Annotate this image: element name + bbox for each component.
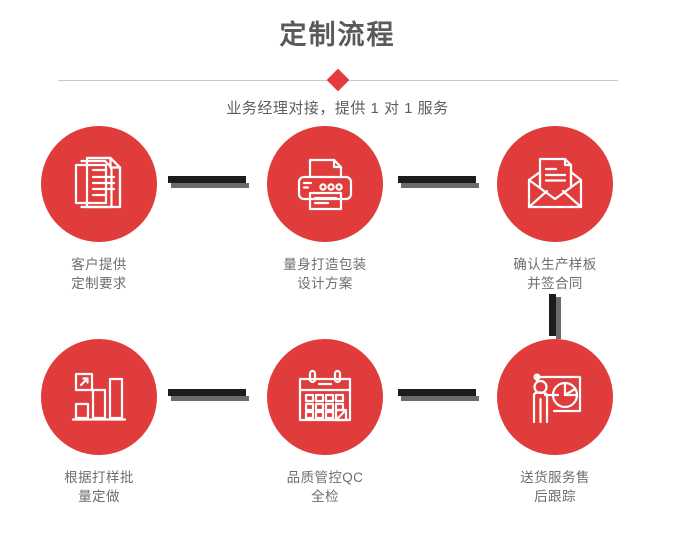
title-divider — [57, 68, 618, 92]
process-flow: 客户提供 定制要求 量身 — [0, 126, 675, 526]
diamond-icon — [326, 68, 349, 92]
presenter-pie-chart-icon — [524, 366, 586, 428]
connector-bar — [398, 176, 476, 183]
calendar-icon — [294, 366, 356, 428]
connector-step3-step6 — [549, 294, 561, 339]
step-icon-circle — [41, 126, 157, 242]
step-icon-circle — [41, 339, 157, 455]
step-icon-circle — [497, 126, 613, 242]
connector-shadow — [171, 396, 249, 401]
step-label: 根据打样批 量定做 — [64, 470, 134, 504]
step-label: 客户提供 定制要求 — [71, 257, 127, 291]
connector-step4-step5 — [168, 389, 249, 401]
connector-bar — [398, 389, 476, 396]
process-step-2[interactable]: 量身打造包装 设计方案 — [235, 126, 415, 293]
page-title: 定制流程 — [279, 20, 396, 50]
process-step-6[interactable]: 送货服务售 后跟踪 — [465, 339, 645, 506]
bar-chart-growth-icon — [68, 366, 130, 428]
step-icon-circle — [497, 339, 613, 455]
connector-bar — [549, 294, 556, 336]
process-step-1[interactable]: 客户提供 定制要求 — [9, 126, 189, 293]
connector-shadow — [556, 297, 561, 339]
connector-shadow — [401, 183, 479, 188]
envelope-document-icon — [524, 153, 586, 215]
connector-step2-step3 — [398, 176, 479, 188]
connector-shadow — [171, 183, 249, 188]
connector-step1-step2 — [168, 176, 249, 188]
step-label: 确认生产样板 并签合同 — [513, 257, 597, 291]
documents-stack-icon — [68, 153, 130, 215]
step-icon-circle — [267, 339, 383, 455]
printer-icon — [294, 153, 356, 215]
step-label: 量身打造包装 设计方案 — [283, 257, 367, 291]
process-step-3[interactable]: 确认生产样板 并签合同 — [465, 126, 645, 293]
connector-step5-step6 — [398, 389, 479, 401]
process-step-5[interactable]: 品质管控QC 全检 — [235, 339, 415, 506]
step-icon-circle — [267, 126, 383, 242]
page-subtitle: 业务经理对接，提供 1 对 1 服务 — [226, 100, 449, 117]
step-label: 品质管控QC 全检 — [286, 470, 364, 504]
process-step-4[interactable]: 根据打样批 量定做 — [9, 339, 189, 506]
connector-bar — [168, 176, 246, 183]
connector-bar — [168, 389, 246, 396]
connector-shadow — [401, 396, 479, 401]
step-label: 送货服务售 后跟踪 — [520, 470, 590, 504]
page-header: 定制流程 业务经理对接，提供 1 对 1 服务 — [0, 0, 675, 120]
